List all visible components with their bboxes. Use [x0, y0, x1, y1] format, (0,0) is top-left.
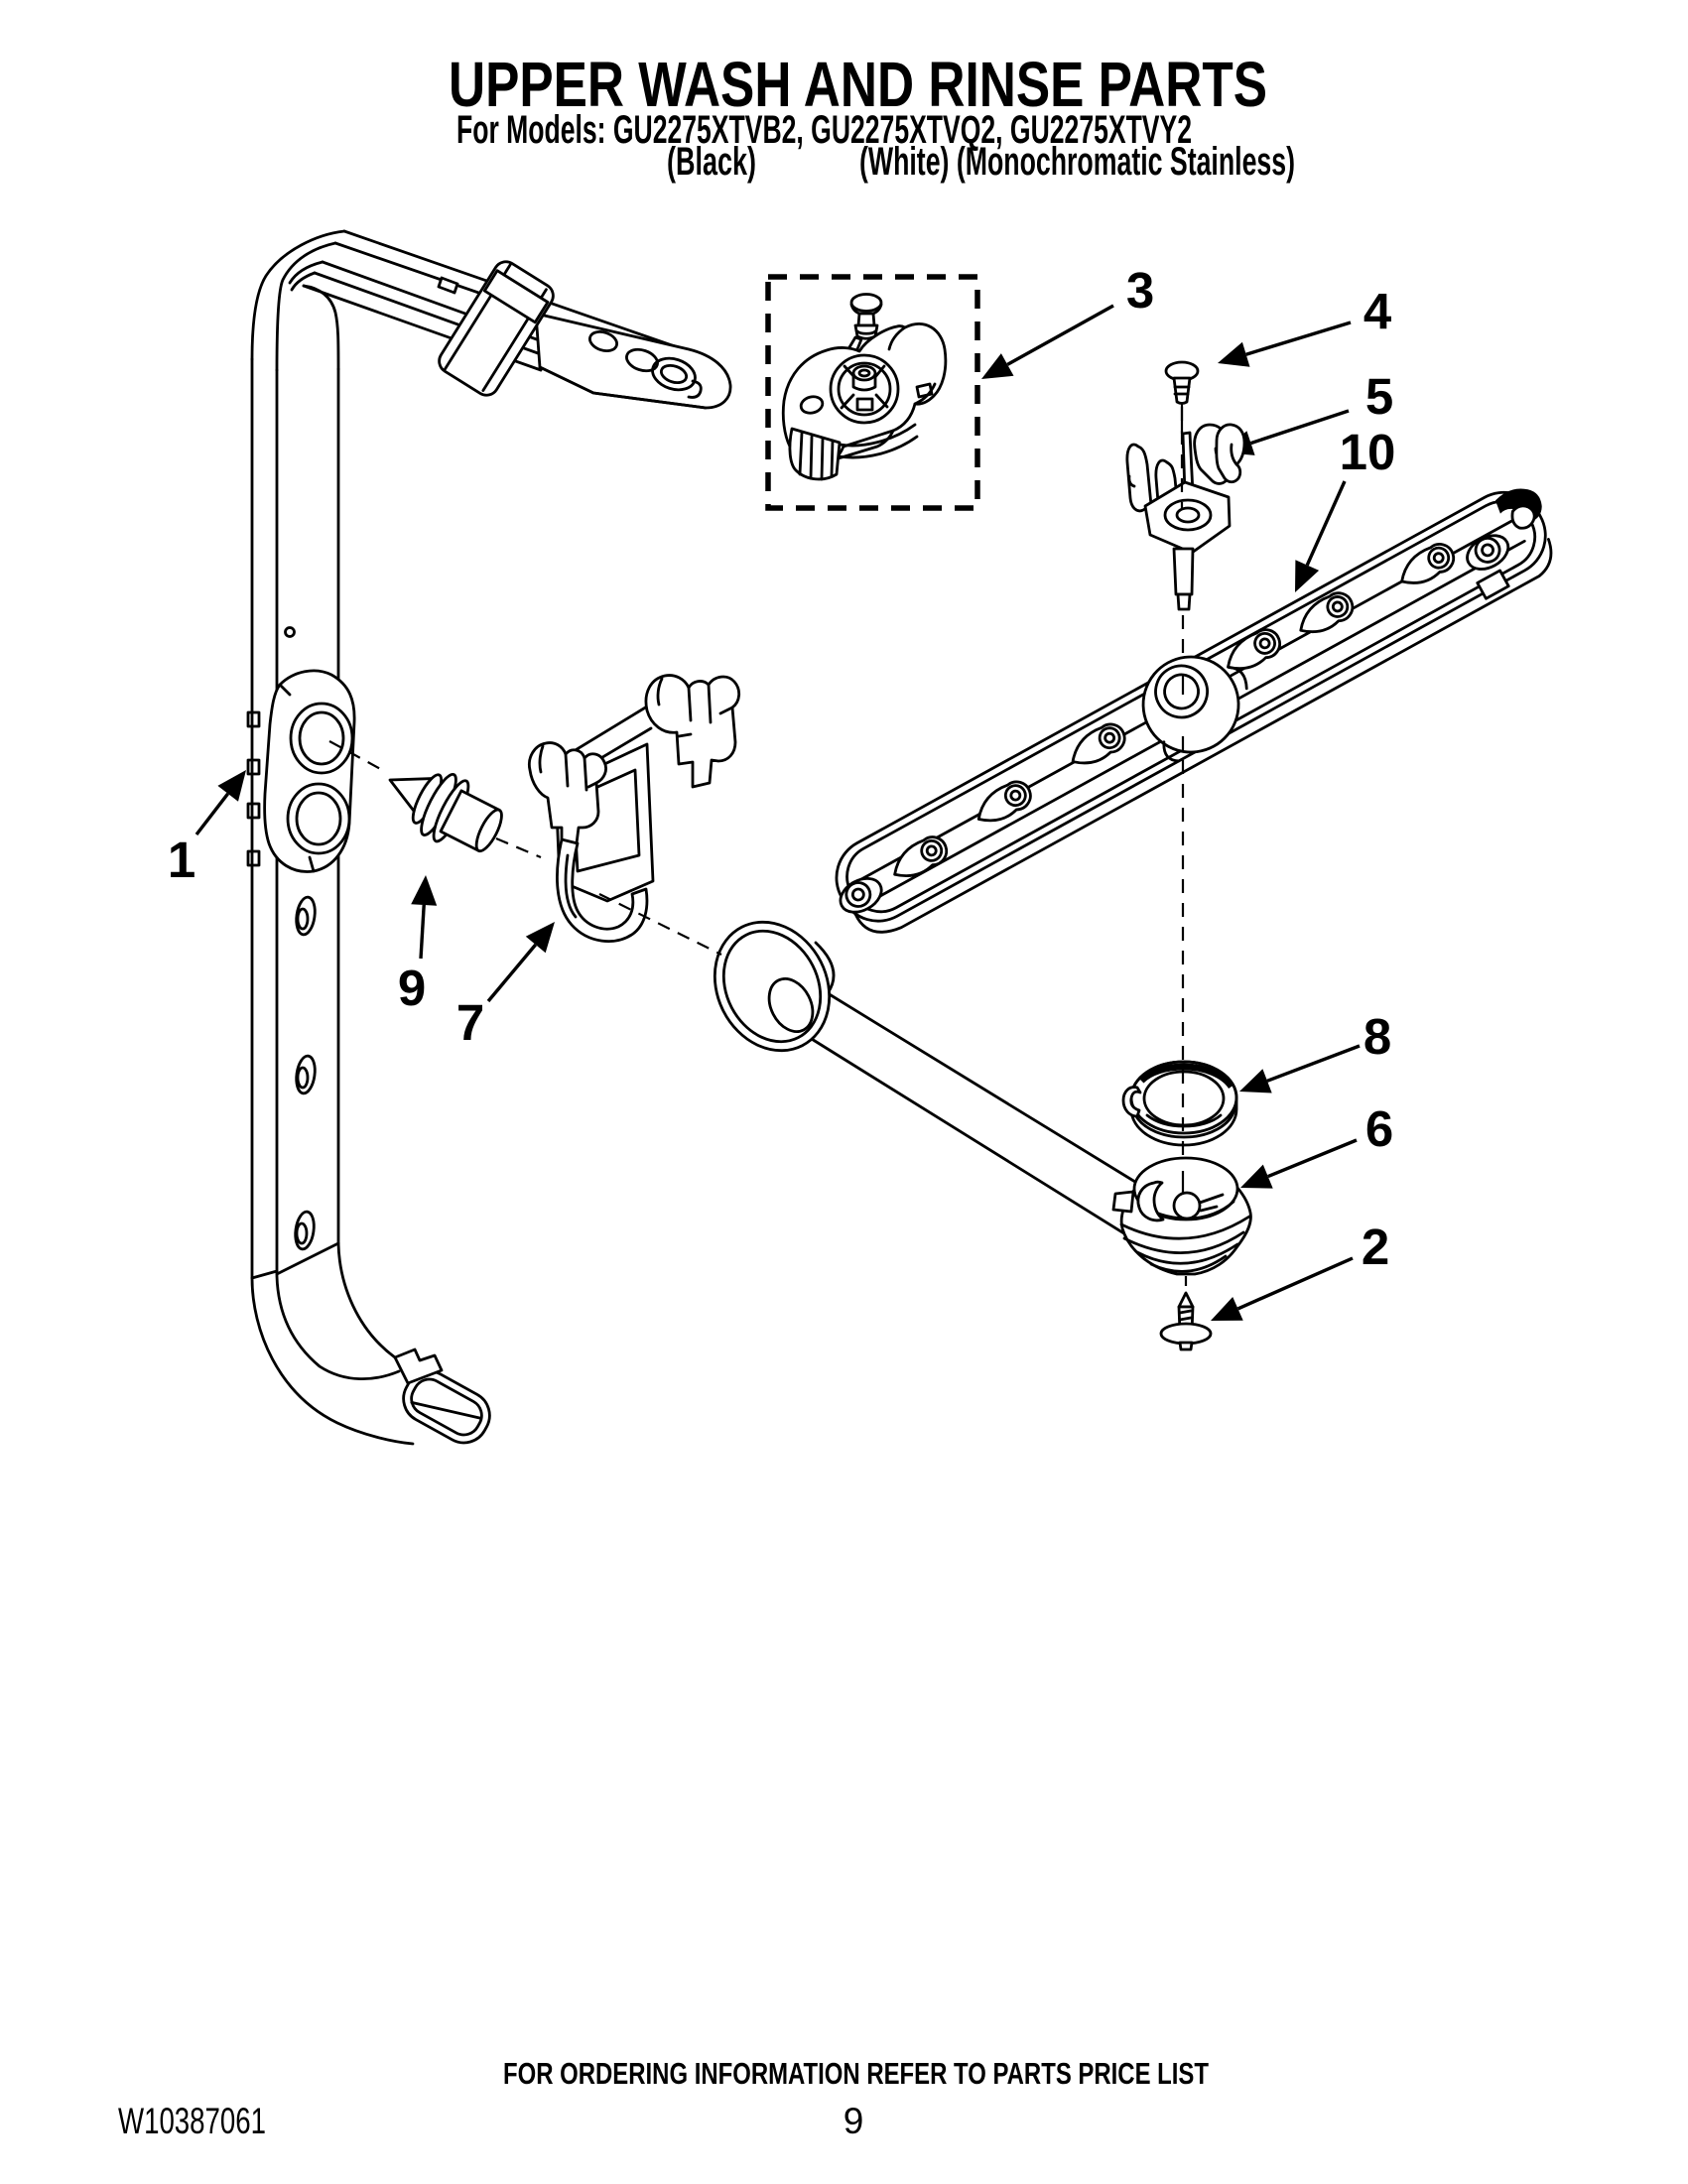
svg-text:9: 9 — [398, 960, 426, 1016]
svg-text:FOR ORDERING INFORMATION REFER: FOR ORDERING INFORMATION REFER TO PARTS … — [503, 2056, 1209, 2091]
svg-text:(White) (Monochromatic Stainle: (White) (Monochromatic Stainless) — [859, 140, 1295, 184]
svg-text:1: 1 — [168, 832, 195, 888]
svg-text:4: 4 — [1363, 283, 1392, 339]
svg-text:For Models: GU2275XTVB2, GU227: For Models: GU2275XTVB2, GU2275XTVQ2, GU… — [456, 108, 1192, 152]
svg-text:UPPER WASH AND RINSE PARTS: UPPER WASH AND RINSE PARTS — [449, 49, 1267, 120]
svg-text:7: 7 — [456, 994, 484, 1051]
svg-text:10: 10 — [1340, 424, 1396, 480]
svg-text:3: 3 — [1126, 262, 1154, 319]
svg-text:6: 6 — [1365, 1100, 1393, 1157]
svg-text:9: 9 — [844, 2101, 864, 2141]
svg-text:(Black): (Black) — [667, 140, 756, 184]
svg-text:8: 8 — [1363, 1008, 1391, 1065]
svg-text:W10387061: W10387061 — [118, 2101, 266, 2141]
svg-text:2: 2 — [1362, 1219, 1389, 1275]
svg-text:5: 5 — [1365, 368, 1393, 425]
